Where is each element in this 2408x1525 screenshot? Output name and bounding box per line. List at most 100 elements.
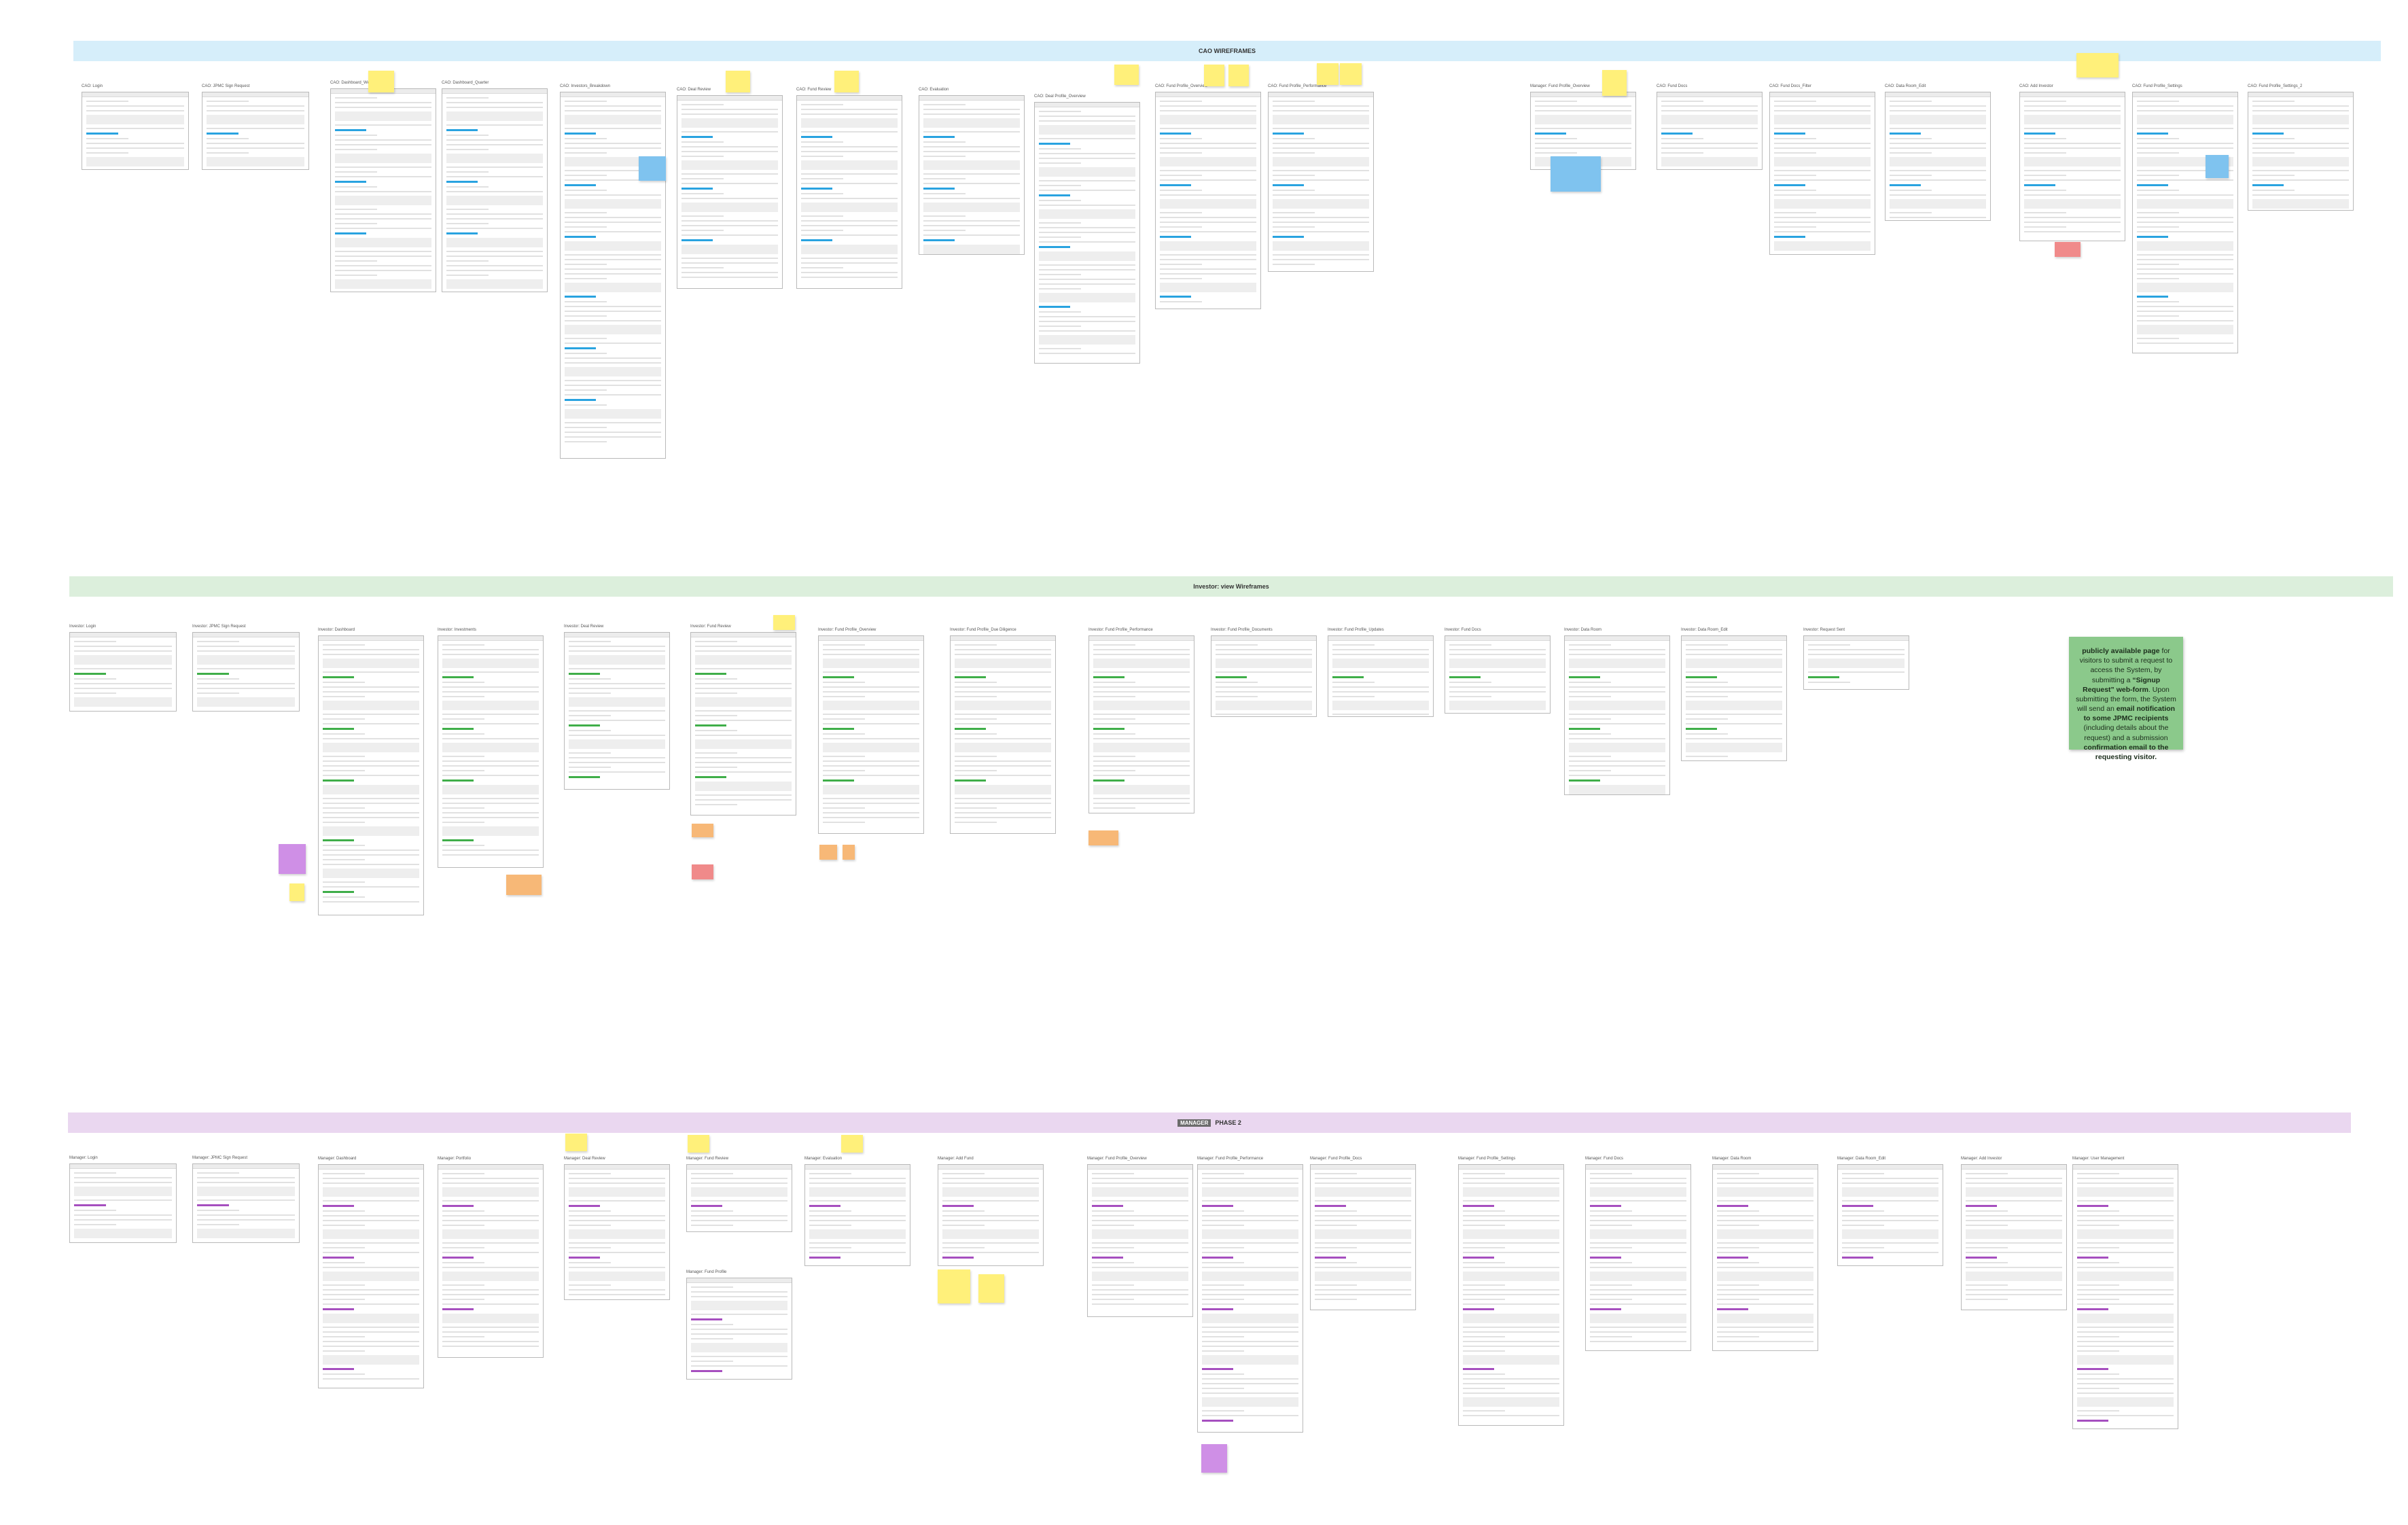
manager-wireframe-screen[interactable] <box>1310 1164 1416 1310</box>
accent-button[interactable] <box>1273 133 1305 135</box>
accent-button[interactable] <box>207 133 238 135</box>
accent-button[interactable] <box>923 239 955 241</box>
accent-button[interactable] <box>1590 1205 1622 1207</box>
sticky-note[interactable] <box>978 1274 1004 1303</box>
manager-wireframe-screen[interactable] <box>804 1164 910 1266</box>
sticky-note[interactable] <box>692 864 713 879</box>
accent-button[interactable] <box>681 188 713 190</box>
manager-wireframe-screen[interactable] <box>1837 1164 1943 1266</box>
sticky-note[interactable] <box>1228 65 1249 86</box>
investor-wireframe-screen[interactable] <box>1681 635 1787 761</box>
accent-button[interactable] <box>681 136 713 138</box>
accent-button[interactable] <box>446 232 478 234</box>
sticky-note[interactable] <box>2076 53 2119 77</box>
accent-button[interactable] <box>801 239 833 241</box>
accent-button[interactable] <box>565 133 597 135</box>
investor-wireframe-screen[interactable] <box>818 635 924 834</box>
investor-wireframe-screen[interactable] <box>69 632 177 712</box>
sticky-note[interactable] <box>692 824 713 837</box>
accent-button[interactable] <box>1569 676 1601 678</box>
accent-button[interactable] <box>942 1257 974 1259</box>
accent-button[interactable] <box>1569 728 1601 730</box>
accent-button[interactable] <box>955 728 987 730</box>
accent-button[interactable] <box>197 673 229 675</box>
accent-button[interactable] <box>1890 184 1922 186</box>
accent-button[interactable] <box>1590 1308 1622 1310</box>
sticky-note[interactable] <box>279 844 306 874</box>
sticky-note[interactable] <box>1551 156 1601 192</box>
accent-button[interactable] <box>565 296 597 298</box>
sticky-note[interactable] <box>841 1135 863 1153</box>
sticky-note[interactable] <box>843 845 855 860</box>
accent-button[interactable] <box>569 673 601 675</box>
cao-wireframe-screen[interactable] <box>919 95 1025 255</box>
accent-button[interactable] <box>1966 1205 1998 1207</box>
accent-button[interactable] <box>2252 133 2284 135</box>
manager-wireframe-screen[interactable] <box>1197 1164 1303 1433</box>
accent-button[interactable] <box>1463 1257 1495 1259</box>
accent-button[interactable] <box>323 779 355 782</box>
sticky-note[interactable] <box>506 875 542 895</box>
accent-button[interactable] <box>823 676 855 678</box>
cao-wireframe-screen[interactable] <box>1034 102 1140 364</box>
accent-button[interactable] <box>323 1308 355 1310</box>
cao-wireframe-screen[interactable] <box>1268 92 1374 272</box>
manager-wireframe-screen[interactable] <box>192 1163 300 1243</box>
accent-button[interactable] <box>823 779 855 782</box>
accent-button[interactable] <box>2024 133 2056 135</box>
accent-button[interactable] <box>323 1205 355 1207</box>
sticky-note[interactable] <box>834 71 859 92</box>
manager-wireframe-screen[interactable] <box>1458 1164 1564 1426</box>
accent-button[interactable] <box>695 724 727 726</box>
sticky-note[interactable] <box>2055 242 2081 257</box>
accent-button[interactable] <box>942 1205 974 1207</box>
accent-button[interactable] <box>74 673 106 675</box>
manager-wireframe-screen[interactable] <box>564 1164 670 1300</box>
investor-wireframe-screen[interactable] <box>1803 635 1909 690</box>
manager-wireframe-screen[interactable] <box>1585 1164 1691 1351</box>
investor-wireframe-screen[interactable] <box>318 635 424 915</box>
cao-wireframe-screen[interactable] <box>1155 92 1261 309</box>
sticky-note[interactable] <box>565 1134 587 1151</box>
cao-wireframe-screen[interactable] <box>560 92 666 459</box>
investor-wireframe-screen[interactable] <box>690 632 796 816</box>
accent-button[interactable] <box>446 181 478 183</box>
accent-button[interactable] <box>323 676 355 678</box>
accent-button[interactable] <box>801 136 833 138</box>
accent-button[interactable] <box>1039 194 1071 196</box>
accent-button[interactable] <box>1160 133 1192 135</box>
accent-button[interactable] <box>1202 1257 1234 1259</box>
accent-button[interactable] <box>323 839 355 841</box>
accent-button[interactable] <box>1774 236 1806 238</box>
accent-button[interactable] <box>2077 1257 2109 1259</box>
manager-wireframe-screen[interactable] <box>686 1278 792 1380</box>
accent-button[interactable] <box>446 129 478 131</box>
sticky-note[interactable] <box>1317 63 1339 85</box>
accent-button[interactable] <box>1332 676 1364 678</box>
accent-button[interactable] <box>569 1205 601 1207</box>
accent-button[interactable] <box>442 839 474 841</box>
manager-wireframe-screen[interactable] <box>1712 1164 1818 1351</box>
accent-button[interactable] <box>197 1204 229 1206</box>
accent-button[interactable] <box>801 188 833 190</box>
cao-wireframe-screen[interactable] <box>796 95 902 289</box>
accent-button[interactable] <box>1273 236 1305 238</box>
accent-button[interactable] <box>2077 1420 2109 1422</box>
manager-wireframe-screen[interactable] <box>1087 1164 1193 1317</box>
accent-button[interactable] <box>1216 676 1247 678</box>
investor-wireframe-screen[interactable] <box>438 635 544 868</box>
accent-button[interactable] <box>691 1205 723 1207</box>
accent-button[interactable] <box>442 1308 474 1310</box>
accent-button[interactable] <box>335 181 367 183</box>
sticky-note[interactable] <box>819 845 837 860</box>
accent-button[interactable] <box>1092 1257 1124 1259</box>
accent-button[interactable] <box>1039 306 1071 308</box>
accent-button[interactable] <box>1202 1368 1234 1370</box>
accent-button[interactable] <box>2137 184 2169 186</box>
accent-button[interactable] <box>2077 1368 2109 1370</box>
accent-button[interactable] <box>681 239 713 241</box>
accent-button[interactable] <box>565 399 597 401</box>
accent-button[interactable] <box>569 724 601 726</box>
accent-button[interactable] <box>2077 1308 2109 1310</box>
accent-button[interactable] <box>2137 296 2169 298</box>
